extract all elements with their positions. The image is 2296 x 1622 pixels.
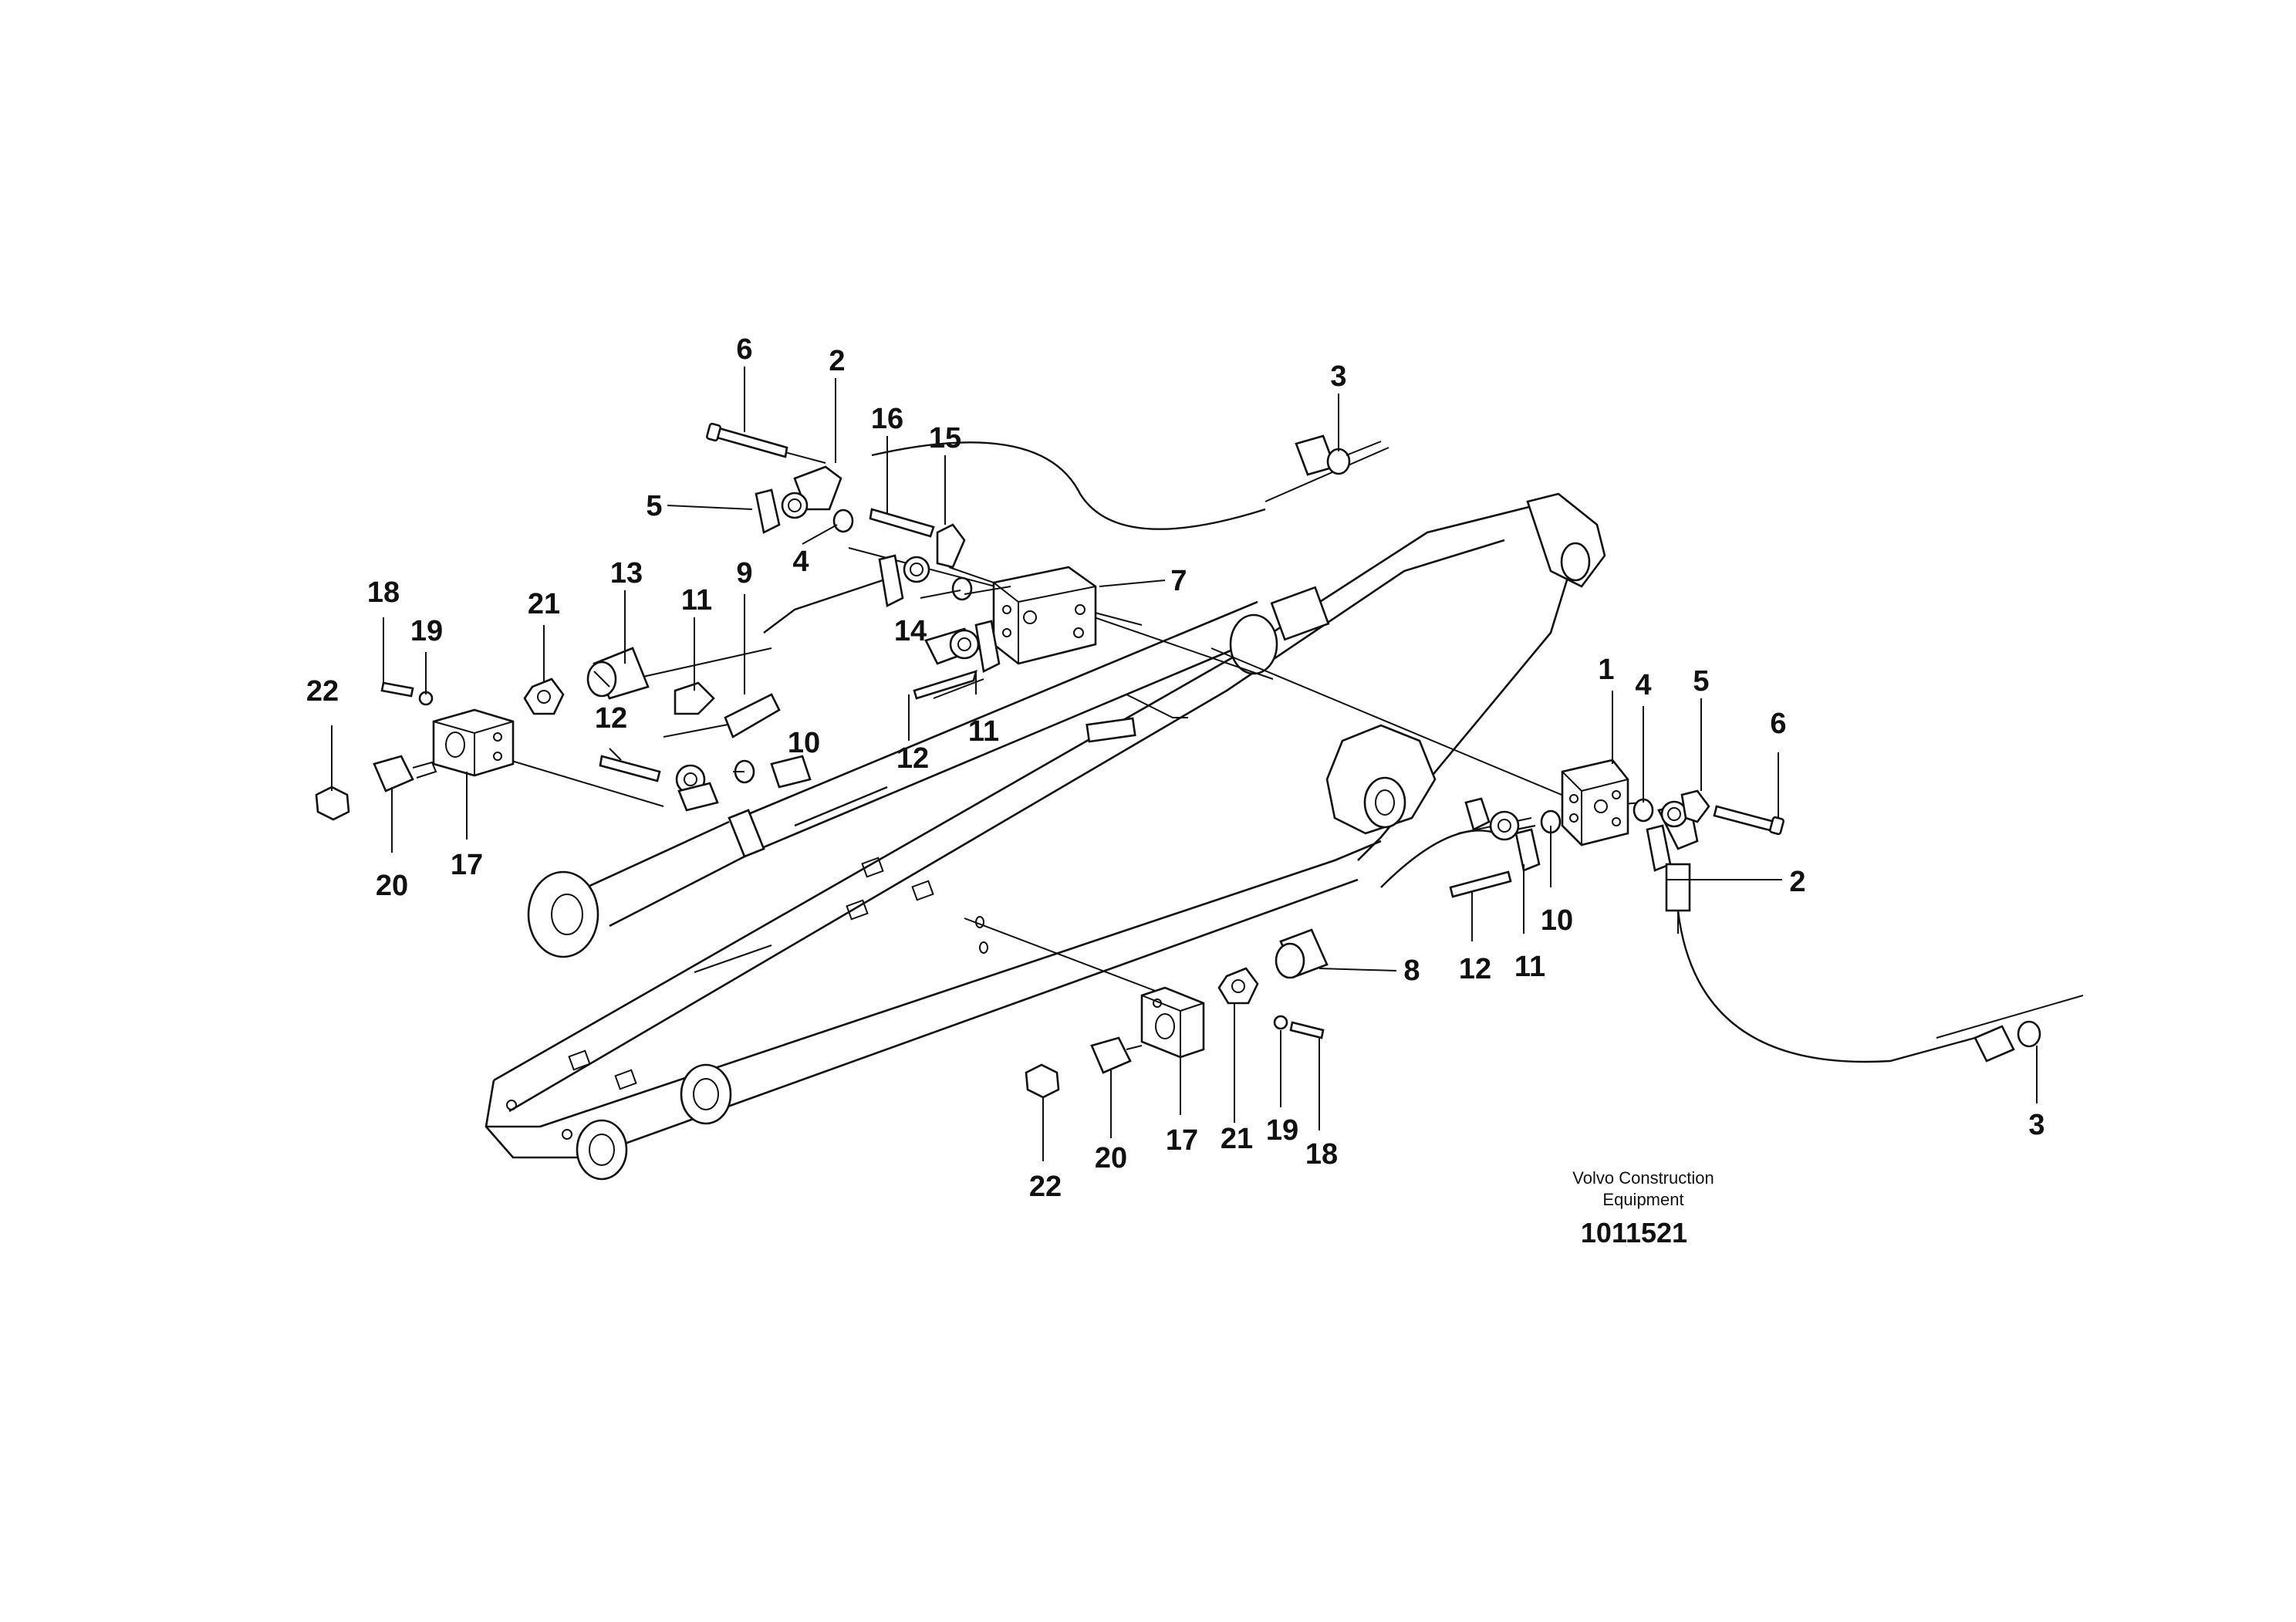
caption-company-line2: Equipment (1602, 1190, 1683, 1209)
valve-block-1 (1561, 759, 1629, 846)
callout-20-left: 20 (376, 870, 408, 902)
callout-11-mid: 11 (968, 715, 999, 748)
boom-cylinder (527, 586, 1330, 958)
callout-1: 1 (1598, 654, 1614, 686)
flange-5-right (1680, 789, 1710, 823)
callout-9: 9 (736, 557, 752, 590)
callout-5-right: 5 (1693, 665, 1709, 698)
flange-11-upper (974, 620, 1001, 673)
o-ring-4-right (1633, 798, 1654, 823)
bolt-6-top (706, 422, 788, 458)
callout-11-right: 11 (1514, 951, 1545, 983)
callout-20-lower: 20 (1095, 1142, 1127, 1174)
callout-2-top: 2 (829, 345, 845, 377)
plug-20-left (373, 755, 414, 792)
elbow-fitting-14 (903, 556, 930, 583)
caption-figure-number: 1011521 (1581, 1217, 1687, 1249)
callout-10-left: 10 (788, 727, 820, 759)
o-ring-3-top (1326, 448, 1351, 475)
callout-11-left: 11 (681, 584, 712, 617)
callout-17-lower: 17 (1166, 1124, 1198, 1157)
callout-5-top: 5 (646, 490, 662, 522)
hose-9-end (724, 693, 781, 738)
callout-18-left: 18 (367, 576, 400, 609)
fittings (315, 422, 2041, 1099)
nut-21-lower (1217, 967, 1259, 1005)
callout-3-lower: 3 (2028, 1109, 2044, 1141)
flange-11-right-top (1464, 797, 1491, 831)
hose-2-right-end (1665, 863, 1691, 912)
figure-caption: Volvo Construction Equipment 1011521 (1572, 1168, 1714, 1249)
fitting-3-lower (1974, 1025, 2015, 1063)
o-ring-14 (951, 576, 973, 601)
plug-20-lower (1090, 1036, 1132, 1074)
callout-6-right: 6 (1770, 708, 1786, 740)
cap-22-left (315, 786, 350, 821)
flange-11-right (1514, 828, 1541, 872)
callout-17-left: 17 (451, 849, 483, 881)
callout-14: 14 (894, 615, 927, 647)
elbow-fitting-top (781, 492, 809, 519)
bolt-6-right (1713, 805, 1776, 833)
bracket-17-left (432, 708, 515, 777)
callout-13: 13 (610, 557, 643, 590)
boom-arm (485, 492, 1606, 1181)
callout-15: 15 (929, 422, 961, 454)
callout-16: 16 (871, 403, 903, 435)
callout-8: 8 (1403, 955, 1420, 987)
callout-12-right: 12 (1459, 953, 1491, 985)
callout-4-top: 4 (792, 546, 809, 578)
boom-nose-boss (576, 1119, 628, 1181)
callout-12-left: 12 (595, 702, 627, 735)
callout-19-left: 19 (410, 615, 443, 647)
callout-12-mid: 12 (896, 742, 929, 775)
callout-4-right: 4 (1635, 669, 1651, 701)
callout-22-left: 22 (306, 675, 339, 708)
callout-3-top: 3 (1330, 360, 1346, 393)
callout-22-lower: 22 (1029, 1171, 1062, 1203)
callout-labels: 6 2 16 15 5 4 3 7 14 13 21 9 11 18 19 22… (306, 333, 2045, 1203)
bolt-12-left (599, 755, 661, 782)
caption-company-line1: Volvo Construction (1572, 1168, 1714, 1188)
cylinder-rod-eye (527, 870, 599, 958)
callout-10-right: 10 (1541, 904, 1573, 937)
hoses (763, 441, 1976, 1063)
o-ring-3-lower (2017, 1020, 2041, 1048)
bolt-18-lower (1289, 1021, 1325, 1039)
callout-7: 7 (1170, 565, 1187, 597)
flange-15 (936, 523, 966, 569)
bolt-12-upper (913, 670, 977, 700)
callout-18-lower: 18 (1305, 1138, 1338, 1171)
boom-top-pad (1086, 717, 1136, 743)
callout-leaders (331, 367, 2038, 1161)
boom-pin-boss (680, 1063, 732, 1125)
bolt-12-right (1449, 870, 1512, 898)
nut-21-left (523, 678, 565, 715)
o-ring-4-top (832, 509, 854, 533)
washer-19-lower (1273, 1015, 1288, 1030)
callout-21-lower: 21 (1221, 1123, 1253, 1155)
callout-2-right: 2 (1789, 866, 1805, 898)
bolt-18-left (380, 681, 414, 698)
bolt-16 (869, 508, 935, 538)
callout-6-top: 6 (736, 333, 752, 366)
valve-block-7 (992, 566, 1097, 665)
flange-half-5-top (755, 488, 781, 534)
callout-21-left: 21 (528, 588, 560, 620)
callout-19-lower: 19 (1266, 1114, 1298, 1147)
cap-22-lower (1025, 1063, 1060, 1099)
bracket-17-lower (1140, 986, 1205, 1059)
